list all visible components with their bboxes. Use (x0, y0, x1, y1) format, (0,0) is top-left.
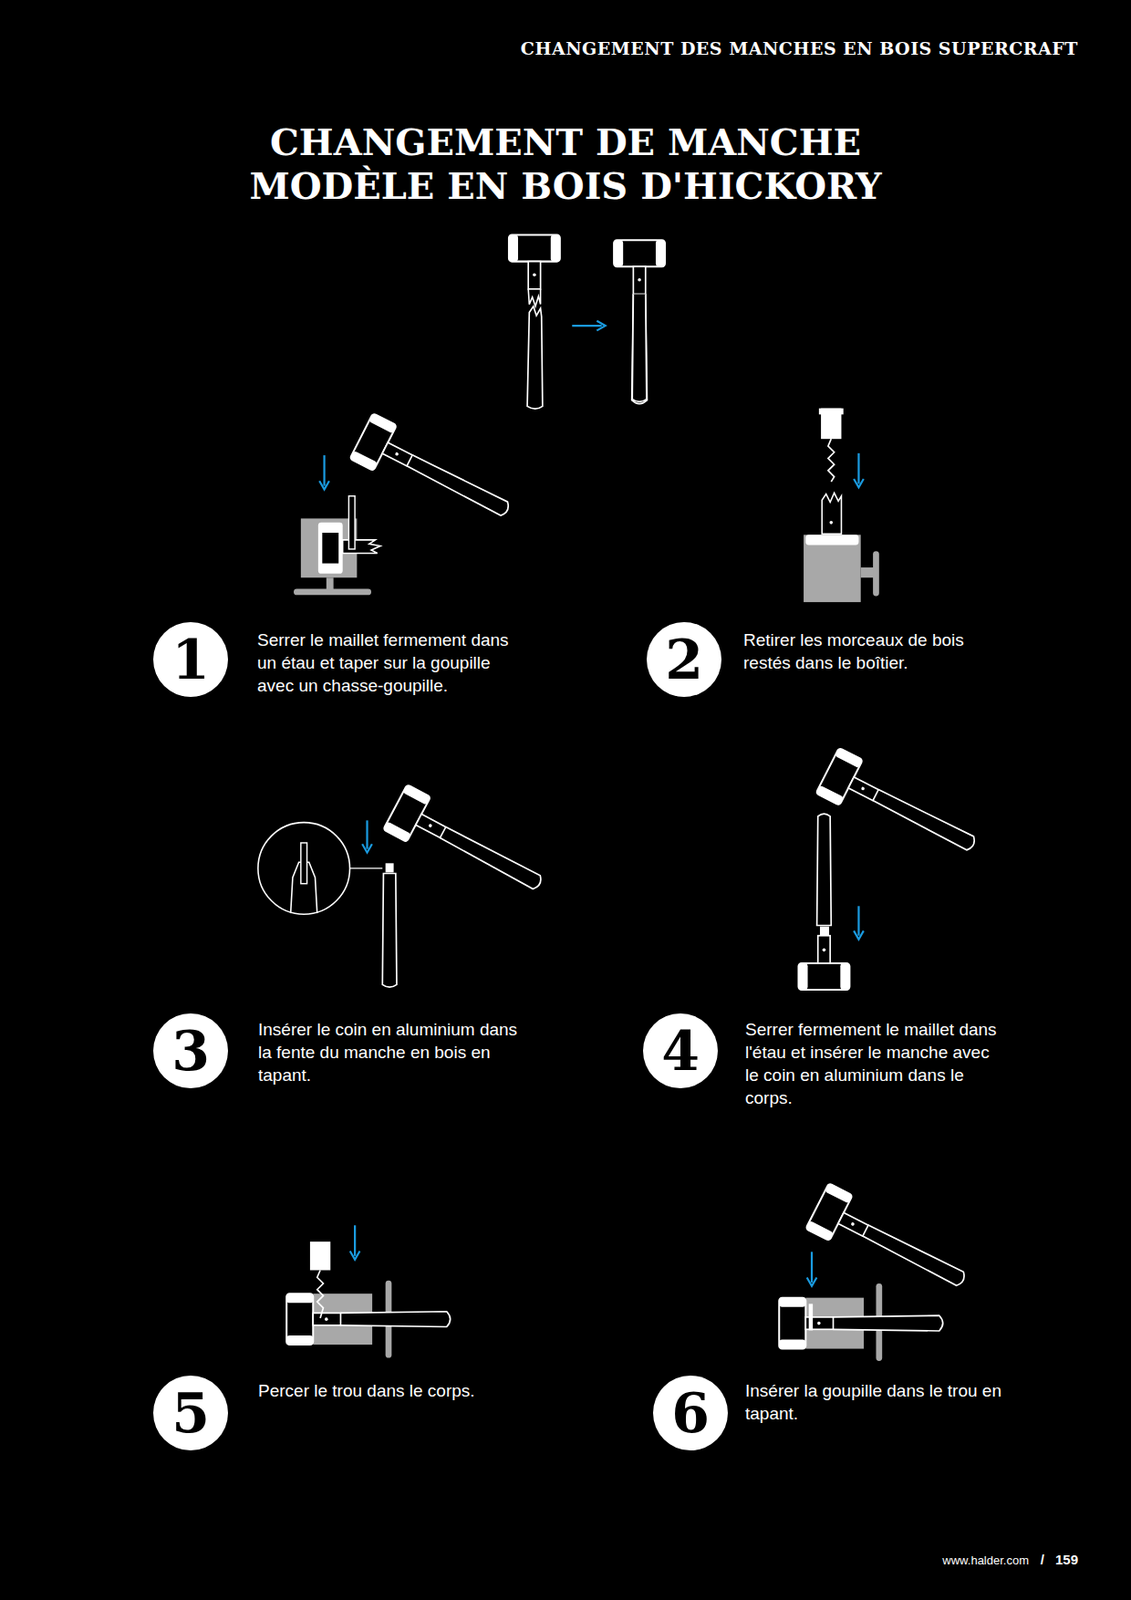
figure-part (828, 438, 835, 482)
step-number: 6 (652, 1374, 729, 1452)
figure-part (805, 534, 859, 545)
figure-part (817, 813, 832, 925)
footer-separator: / (1040, 1551, 1045, 1567)
figure-part (857, 905, 860, 935)
figure-part (508, 235, 561, 290)
number-circle-shape (153, 622, 229, 697)
figure-part (318, 522, 343, 574)
figure-part (321, 532, 339, 564)
figure-part (350, 867, 384, 869)
step-number: 2 (645, 621, 723, 698)
figure-part (365, 819, 368, 849)
figure-part (819, 408, 844, 416)
figure-part (286, 1293, 450, 1345)
step-number: 3 (152, 1012, 229, 1090)
page-header: CHANGEMENT DES MANCHES EN BOIS SUPERCRAF… (520, 38, 1079, 59)
number-circle-shape (646, 622, 722, 697)
figure-part (861, 567, 876, 578)
step1-figure (293, 413, 519, 595)
figure-part (872, 550, 880, 596)
step-description: Percer le trou dans le corps. (258, 1379, 519, 1402)
figure-part (300, 842, 308, 884)
footer-url: www.halder.com (942, 1553, 1029, 1567)
number-circle-shape (653, 1375, 728, 1451)
step: 4Serrer fermement le maillet dans l'étau… (642, 1012, 719, 1090)
step-number: 5 (152, 1374, 229, 1452)
figure-part (326, 577, 334, 590)
figure-part (382, 873, 397, 988)
figure-part (385, 862, 395, 872)
step-description: Retirer les morceaux de bois restés dans… (743, 628, 1004, 675)
figure-part (803, 534, 862, 602)
number-circle-shape (153, 1375, 229, 1451)
step: 6Insérer la goupille dans le trou en tap… (652, 1374, 729, 1452)
step: 5Percer le trou dans le corps. (152, 1374, 229, 1452)
step-description: Insérer le coin en aluminium dans la fen… (258, 1017, 519, 1087)
page-title: CHANGEMENT DE MANCHE MODÈLE EN BOIS D'HI… (228, 120, 903, 208)
step-number: 1 (152, 621, 229, 698)
figure-part (571, 324, 602, 327)
figure-part (350, 413, 519, 533)
step6-figure (778, 1182, 975, 1361)
figure-part (809, 1303, 813, 1330)
step-number: 4 (642, 1012, 719, 1090)
page-number: 159 (1055, 1551, 1079, 1567)
figure-part (857, 453, 860, 485)
step5-figure (286, 1224, 450, 1358)
figure-part (798, 935, 850, 990)
figure-part (527, 306, 543, 409)
figure-part (805, 1182, 975, 1303)
figure-part (348, 496, 355, 550)
step-description: Serrer le maillet fermement dans un étau… (257, 628, 518, 697)
figure-part (778, 1297, 943, 1349)
figure-part (816, 747, 986, 868)
figure-part (810, 1251, 813, 1283)
figure-part (821, 492, 841, 534)
figure-part (632, 293, 647, 402)
figure-part (528, 289, 540, 307)
step-description: Insérer la goupille dans le trou en tapa… (745, 1379, 1006, 1425)
figure-part (258, 822, 351, 915)
figure-part (322, 455, 325, 487)
figure-part (310, 1241, 331, 1270)
figure-part (383, 784, 552, 907)
figure-part (293, 589, 372, 596)
figure-part (613, 239, 665, 404)
figure-part (353, 1224, 356, 1256)
step: 1Serrer le maillet fermement dans un éta… (152, 621, 229, 698)
step4-figure (798, 747, 985, 990)
step-description: Serrer fermement le maillet dans l'étau … (745, 1017, 1006, 1110)
step: 2Retirer les morceaux de bois restés dan… (645, 621, 723, 698)
step: 3Insérer le coin en aluminium dans la fe… (152, 1012, 229, 1090)
figure-part (317, 1269, 324, 1318)
number-circle-shape (153, 1013, 229, 1089)
number-circle-shape (643, 1013, 718, 1089)
overview-figure (508, 235, 665, 410)
figure-part (829, 520, 833, 525)
step3-figure (258, 784, 552, 987)
step2-figure (803, 408, 880, 602)
